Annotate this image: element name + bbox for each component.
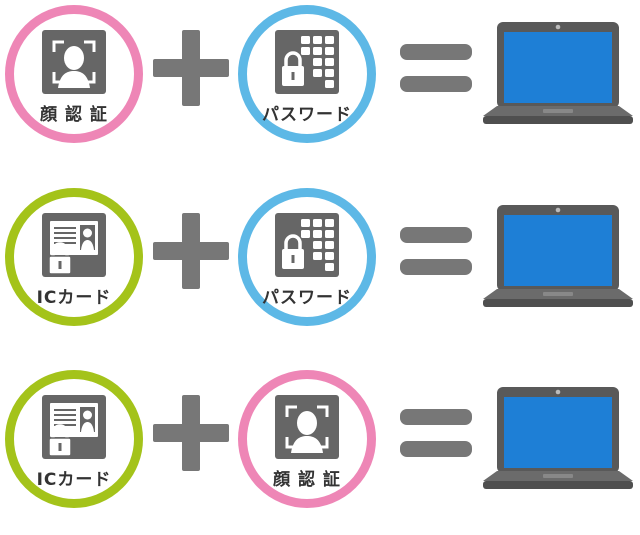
- equals-icon: [400, 403, 472, 463]
- password-badge: パスワード: [238, 188, 376, 326]
- password-keypad-icon: [275, 30, 339, 94]
- factor-label: パスワード: [262, 105, 352, 125]
- password-keypad-icon: [275, 213, 339, 277]
- ic-card-badge: ICカード: [5, 370, 143, 508]
- ic-card-badge: ICカード: [5, 188, 143, 326]
- face-recognition-icon: [275, 395, 339, 459]
- factor-label: 顔 認 証: [40, 105, 108, 125]
- face-recognition-badge: 顔 認 証: [238, 370, 376, 508]
- equals-icon: [400, 221, 472, 281]
- equation-row-2: ICカード パスワード: [0, 183, 640, 353]
- ic-card-icon: [42, 395, 106, 459]
- laptop-icon: [483, 18, 633, 128]
- ic-card-icon: [42, 213, 106, 277]
- face-recognition-badge: 顔 認 証: [5, 5, 143, 143]
- equals-icon: [400, 38, 472, 98]
- plus-icon: [153, 213, 229, 289]
- equation-row-3: ICカード 顔 認 証: [0, 365, 640, 535]
- password-badge: パスワード: [238, 5, 376, 143]
- plus-icon: [153, 30, 229, 106]
- factor-label: パスワード: [262, 288, 352, 308]
- equation-row-1: 顔 認 証 パスワード: [0, 0, 640, 170]
- laptop-icon: [483, 201, 633, 311]
- laptop-icon: [483, 383, 633, 493]
- factor-label: ICカード: [36, 288, 112, 308]
- factor-label: 顔 認 証: [273, 470, 341, 490]
- plus-icon: [153, 395, 229, 471]
- factor-label: ICカード: [36, 470, 112, 490]
- face-recognition-icon: [42, 30, 106, 94]
